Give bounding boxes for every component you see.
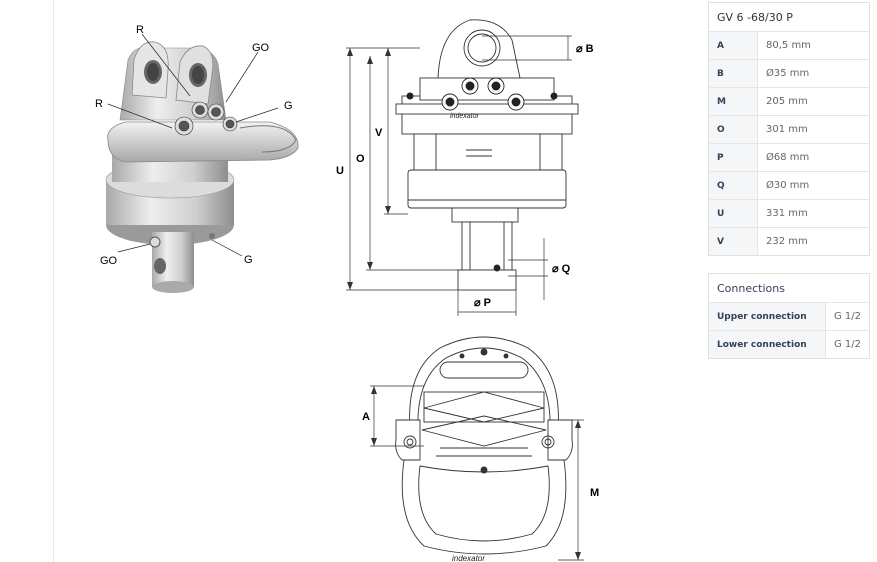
front-dimension-lines: [346, 35, 572, 316]
callout-go-top: GO: [252, 42, 270, 54]
callout-leaders: [107, 33, 279, 257]
spec-key: Q: [708, 171, 758, 200]
technical-drawing: R GO R G GO G indexator: [60, 0, 700, 562]
dim-q-label: ⌀ Q: [552, 263, 571, 275]
spec-value: 331 mm: [757, 199, 870, 228]
callout-r-top: R: [136, 24, 144, 36]
spec-value: Ø35 mm: [757, 59, 870, 88]
plan-dimension-lines: [370, 385, 584, 561]
callout-go-bottom: GO: [100, 255, 118, 267]
connection-value: G 1/2: [825, 330, 870, 359]
spec-key: V: [708, 227, 758, 256]
front-brand-mark: indexator: [450, 113, 479, 120]
front-dimension-arrows: [347, 48, 391, 290]
spec-table-title: GV 6 -68/30 P: [708, 2, 870, 32]
page-left-border: [53, 0, 54, 562]
spec-key: B: [708, 59, 758, 88]
connection-key: Upper connection: [708, 302, 826, 331]
spec-value: Ø30 mm: [757, 171, 870, 200]
rotator-drawing-svg: R GO R G GO G indexator: [95, 19, 599, 562]
spec-value: 80,5 mm: [757, 31, 870, 60]
dim-v-label: V: [375, 127, 383, 139]
spec-key: U: [708, 199, 758, 228]
spec-key: A: [708, 31, 758, 60]
dim-u-label: U: [336, 165, 344, 177]
spec-value: 301 mm: [757, 115, 870, 144]
front-view: indexator: [395, 19, 579, 291]
spec-value: 232 mm: [757, 227, 870, 256]
spec-key: P: [708, 143, 758, 172]
spec-value: Ø68 mm: [757, 143, 870, 172]
isometric-view: R GO R G GO G: [95, 24, 299, 293]
plan-brand-mark: indexator: [452, 554, 485, 562]
callout-r-left: R: [95, 98, 103, 110]
spec-value: 205 mm: [757, 87, 870, 116]
connections-title: Connections: [717, 281, 785, 295]
dim-p-label: ⌀ P: [474, 297, 491, 309]
callout-g-bottom: G: [244, 254, 253, 266]
connections-title-row: Connections: [709, 274, 870, 303]
dim-m-label: M: [590, 487, 599, 499]
plan-view: [395, 336, 573, 555]
plan-dimension-arrows: [371, 386, 581, 560]
connection-key: Lower connection: [708, 330, 826, 359]
dim-a-label: A: [362, 411, 370, 423]
connection-value: G 1/2: [825, 302, 870, 331]
callout-g-right: G: [284, 100, 293, 112]
spec-table-title-row: GV 6 -68/30 P: [708, 2, 870, 32]
spec-key: M: [708, 87, 758, 116]
dim-b-label: ⌀ B: [576, 43, 594, 55]
hose-port-group: [174, 101, 238, 136]
dim-o-label: O: [356, 153, 365, 165]
spec-key: O: [708, 115, 758, 144]
